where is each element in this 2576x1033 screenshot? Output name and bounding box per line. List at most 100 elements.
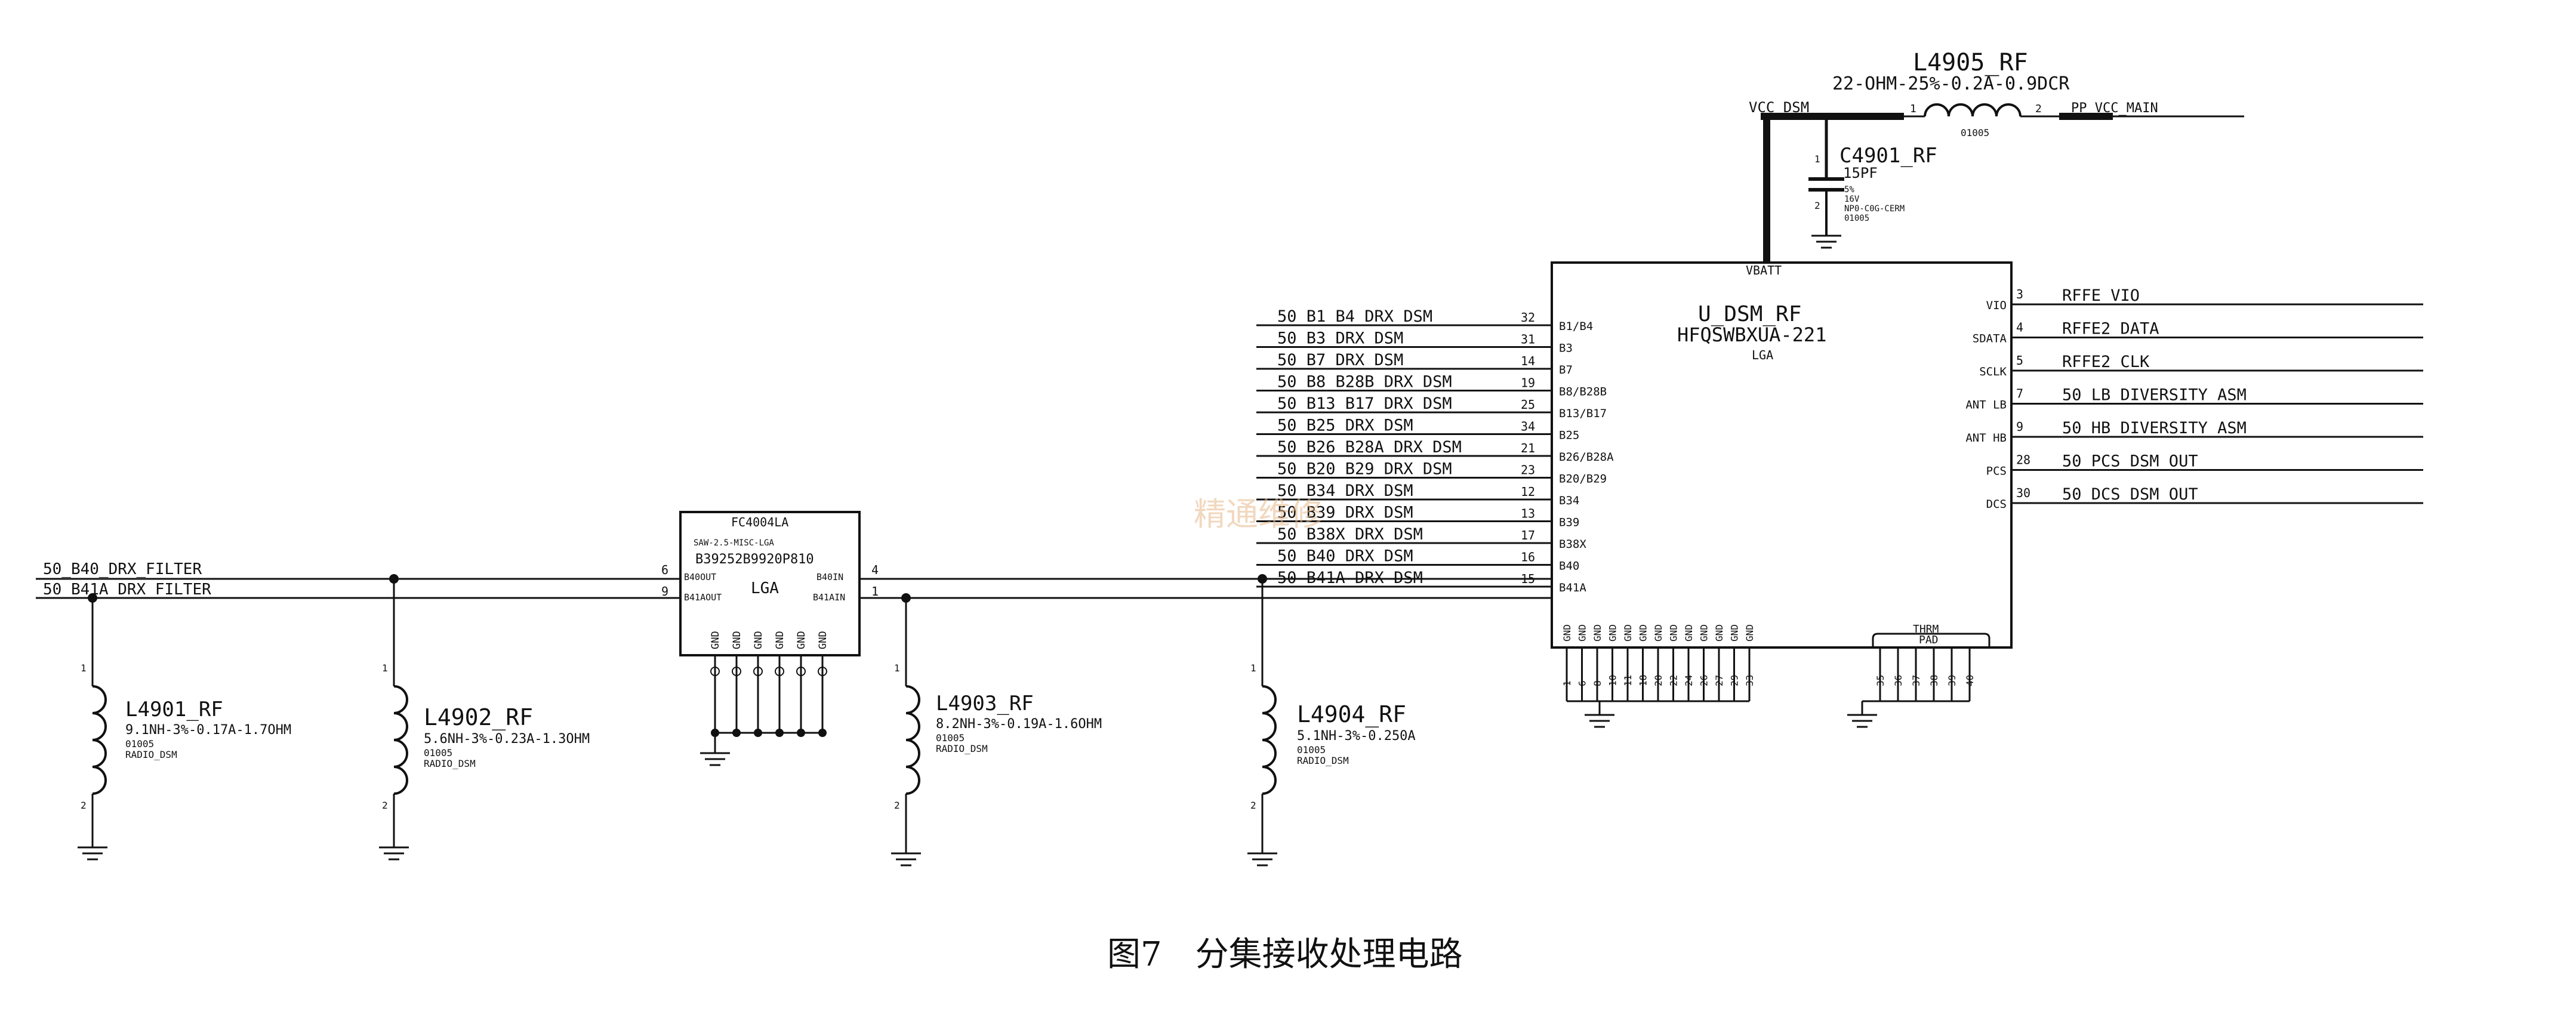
dsm-therm-outline	[1872, 633, 1990, 647]
dsm-left-pin-net: 50_B7_DRX_DSM	[1277, 351, 1403, 369]
dsm-right-pin-net: RFFE2_DATA	[2062, 320, 2159, 338]
c4901-dielectric: NP0-C0G-CERM	[1844, 204, 1905, 214]
inductor-pin2: 2	[1250, 800, 1256, 811]
fc-gnd-pin-label: GND	[731, 631, 743, 649]
dsm-refdes: U_DSM_RF	[1698, 302, 1801, 326]
dsm-left-pin-name: B13/B17	[1559, 407, 1607, 420]
dsm-gnd-pin-label: GND	[1561, 624, 1573, 642]
dsm-left-pin-name: B8/B28B	[1559, 386, 1607, 399]
l4905-coil	[1924, 103, 2022, 117]
fc-gnd-pin-label: GND	[753, 631, 765, 649]
dsm-left-pin-name: B40	[1559, 560, 1579, 573]
dsm-ground-icon	[1585, 714, 1614, 728]
dsm-gnd-pin-number: 20	[1653, 675, 1664, 686]
dsm-right-pin-name: SCLK	[1979, 365, 2007, 378]
dsm-left-pin-number: 17	[1521, 528, 1535, 542]
dsm-gnd-pin-number: 22	[1668, 675, 1680, 686]
junction-dot-l4904	[1258, 574, 1267, 584]
fc-gnd-pin-dot	[796, 667, 806, 676]
c4901-pkg: 01005	[1844, 214, 1869, 223]
dsm-left-pin-net: 50_B20_B29_DRX_DSM	[1277, 460, 1452, 479]
dsm-therm-pin-number: 36	[1893, 675, 1904, 686]
dsm-vbatt-pin: VBATT	[1746, 263, 1782, 277]
dsm-left-pin-number: 32	[1521, 310, 1535, 325]
dsm-gnd-pin-number: 11	[1622, 675, 1634, 686]
fc-pin9: 9	[661, 584, 668, 599]
dsm-right-pin-name: ANT HB	[1965, 431, 2007, 445]
fc-pin6: 6	[661, 563, 668, 577]
dsm-right-pin-number: 5	[2016, 353, 2023, 368]
dsm-gnd-pin-number: 6	[1577, 680, 1588, 686]
inductor-refdes: L4902_RF	[424, 704, 533, 731]
c4901-plates	[1808, 177, 1844, 192]
dsm-gnd-pin-label: GND	[1668, 624, 1680, 642]
fc-pin-b40out: B40OUT	[684, 572, 716, 582]
fc-gnd-pin-label: GND	[710, 631, 722, 649]
junction-dots	[88, 574, 1267, 603]
inductor-ground-icon	[1247, 852, 1277, 867]
dsm-left-pin-name: B3	[1559, 342, 1573, 355]
fc-part-number: B39252B9920P810	[695, 552, 814, 567]
dsm-left-pin-net: 50_B1_B4_DRX_DSM	[1277, 307, 1432, 326]
fc-gnd-pin-label: GND	[774, 631, 786, 649]
dsm-gnd-pin-label: GND	[1622, 624, 1634, 642]
dsm-right-pin-number: 4	[2016, 320, 2023, 335]
dsm-right-pin-number: 7	[2016, 387, 2023, 401]
inductor-package: 01005	[125, 738, 154, 750]
watermark: 精通维修	[1194, 495, 1323, 533]
dsm-right-pin-net: RFFE2_CLK	[2062, 353, 2150, 371]
l4905-pkg: 01005	[1961, 127, 1989, 138]
dsm-left-pin-number: 31	[1521, 332, 1535, 347]
fc-refdes: FC4004LA	[731, 515, 788, 529]
l4905-pin1: 1	[1910, 103, 1916, 115]
dsm-gnd-pin-number: 1	[1561, 680, 1573, 686]
dsm-gnd-pin-number: 27	[1714, 675, 1725, 686]
dsm-left-pin-number: 19	[1521, 376, 1535, 390]
dsm-gnd-pin-label: GND	[1729, 624, 1740, 642]
dsm-left-pin-number: 21	[1521, 441, 1535, 455]
figure-caption: 图7 分集接收处理电路	[1107, 935, 1463, 974]
dsm-gnd-pin-number: 24	[1683, 675, 1694, 686]
dsm-left-pin-net: 50_B25_DRX_DSM	[1277, 417, 1413, 435]
dsm-therm-pin-number: 37	[1911, 675, 1922, 686]
fc-package: LGA	[751, 579, 779, 597]
fc-ground-icon	[700, 733, 730, 766]
fc-pin1: 1	[871, 584, 879, 599]
dsm-gnd-pin-number: 33	[1744, 675, 1755, 686]
dsm-left-pin-number: 13	[1521, 507, 1535, 521]
dsm-gnd-pins: GND1GND6GND8GND10GND11GND18GND20GND22GND…	[1561, 624, 1755, 728]
fc-filter-body	[679, 511, 861, 656]
junction-dot-l4903	[901, 593, 911, 603]
inductor-value: 5.1NH-3%-0.250A	[1297, 729, 1416, 744]
inductor-pin1: 1	[382, 662, 388, 674]
dsm-left-pin-name: B41A	[1559, 581, 1586, 594]
dsm-left-pin-number: 34	[1521, 420, 1535, 434]
dsm-gnd-pin-number: 26	[1699, 675, 1710, 686]
inductor-refdes: L4901_RF	[125, 698, 223, 721]
inductor-group: RADIO_DSM	[936, 743, 988, 754]
fc-gnd-pin-label: GND	[796, 631, 808, 649]
pp-vcc-main-net: PP_VCC_MAIN	[2071, 101, 2158, 116]
c4901-refdes: C4901_RF	[1839, 144, 1937, 168]
shunt-inductors: L4901_RF9.1NH-3%-0.17A-1.7OHM01005RADIO_…	[78, 662, 1416, 867]
dsm-therm-ground-icon	[1847, 701, 1877, 728]
net-b40-drx-filter: 50_B40_DRX_FILTER	[43, 560, 202, 578]
inductor-coil	[905, 685, 920, 795]
dsm-gnd-pin-number: 10	[1607, 675, 1619, 686]
dsm-right-pin-name: PCS	[1986, 465, 2007, 478]
dsm-right-pin-name: ANT LB	[1965, 399, 2007, 412]
fc-pin4: 4	[871, 563, 879, 577]
c4901-voltage: 16V	[1844, 195, 1860, 204]
power-filter-section	[1761, 103, 2244, 263]
dsm-right-pin-net: RFFE_VIO	[2062, 286, 2140, 305]
junction-dot-l4901	[88, 593, 97, 603]
c4901-pin1: 1	[1814, 153, 1820, 165]
fc-gnd-pin-dot	[818, 667, 827, 676]
dsm-gnd-pin-label: GND	[1592, 624, 1603, 642]
inductor-refdes: L4903_RF	[936, 692, 1034, 716]
dsm-gnd-pin-label: GND	[1607, 624, 1619, 642]
dsm-left-pin-number: 25	[1521, 397, 1535, 412]
dsm-left-pin-name: B38X	[1559, 538, 1586, 551]
fc-gnd-pin-dot	[775, 667, 784, 676]
dsm-right-pin-net: 50_PCS_DSM_OUT	[2062, 452, 2198, 471]
